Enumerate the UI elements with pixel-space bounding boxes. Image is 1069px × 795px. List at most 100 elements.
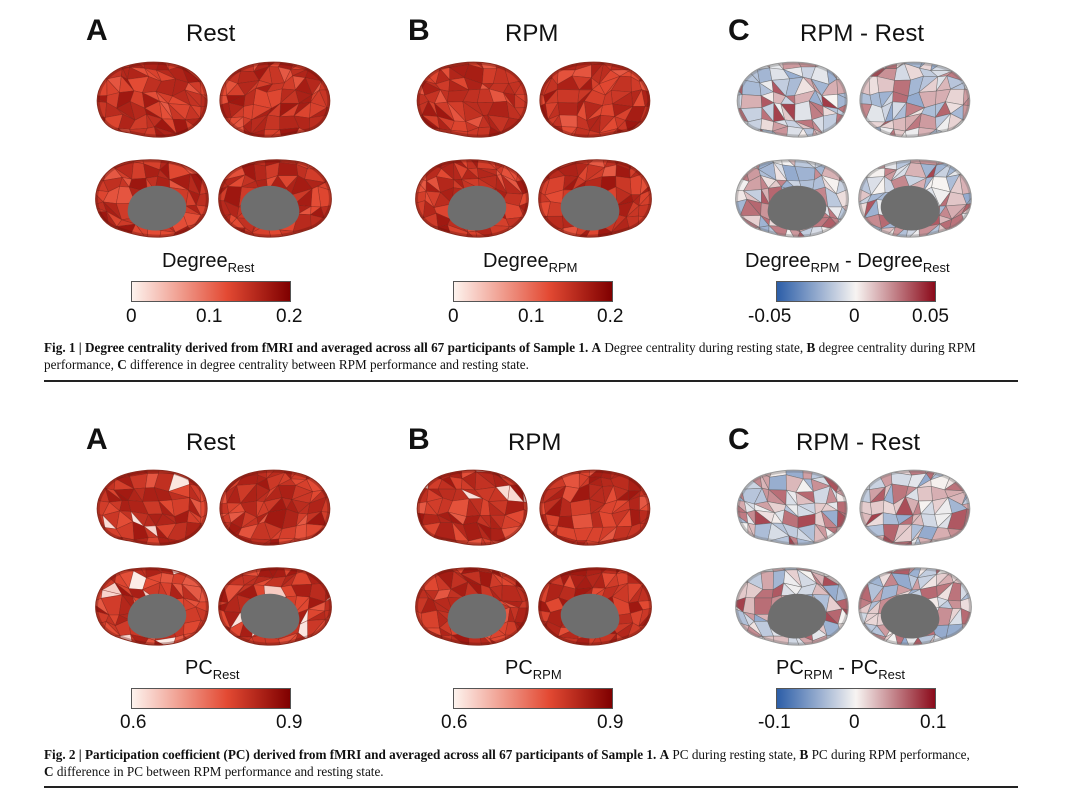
brain-parcel [962,470,970,478]
fig1-c-brain-medial-right [858,159,972,238]
brain-outline [538,567,652,646]
brain-parcel [559,470,572,475]
brain-outline [416,61,528,138]
fig2-c-colorbar [776,688,936,709]
brain-parcel [322,159,332,170]
fig1-a-colorbar-label: DegreeRest [162,250,255,275]
brain-parcel [545,62,559,71]
brain-parcel [305,538,324,546]
brain-parcel [277,162,299,177]
brain-parcel [415,159,427,163]
brain-parcel [735,159,745,170]
brain-parcel [869,470,884,477]
brain-parcel [194,631,209,646]
brain-outline [735,159,849,238]
medial-wall [767,593,827,639]
brain-parcel [200,118,208,130]
brain-parcel [859,103,873,123]
brain-parcel [195,191,209,208]
brain-parcel [505,567,521,571]
brain-parcel [641,161,652,175]
brain-parcel [218,226,229,238]
fig2-b-tick: 0.9 [597,712,624,733]
brain-parcel [859,536,869,546]
brain-parcel [965,541,970,546]
brain-parcel [538,201,551,217]
brain-outline [859,61,971,138]
brain-parcel [841,223,849,238]
brain-parcel [793,127,813,138]
brain-parcel [747,537,762,546]
brain-parcel [556,89,580,104]
brain-parcel [958,162,972,176]
brain-parcel [837,634,849,646]
brain-outline [538,159,652,238]
brain-parcel [884,159,898,171]
brain-parcel [308,62,326,72]
brain-parcel [181,62,200,69]
brain-outline [539,61,651,138]
brain-parcel [545,567,563,575]
brain-parcel [961,128,970,138]
brain-parcel [768,474,787,491]
brain-parcel [219,471,227,493]
brain-parcel [859,536,869,546]
brain-parcel [539,92,546,111]
brain-parcel [646,62,650,65]
brain-parcel [97,473,106,489]
brain-parcel [783,225,797,238]
fig1-divider [44,380,1018,382]
brain-parcel [218,635,229,646]
brain-parcel [161,567,175,576]
fig1-a-tick: 0.1 [196,306,223,327]
brain-parcel [858,569,868,589]
brain-parcel [319,62,330,72]
brain-parcel [740,94,763,109]
brain-parcel [959,541,970,546]
brain-parcel [325,115,330,133]
fig2-c-brain-medial-right [858,567,972,646]
fig1-c-brain-lateral-left [736,61,848,138]
brain-parcel [188,128,203,138]
brain-parcel [641,470,650,477]
brain-parcel [588,633,604,646]
brain-parcel [644,223,652,238]
brain-parcel [961,470,970,478]
brain-parcel [218,199,231,218]
brain-parcel [544,125,565,138]
brain-parcel [105,567,121,571]
brain-parcel [310,228,325,238]
brain-parcel [966,474,970,492]
fig1-b-brain-medial-right [538,159,652,238]
brain-parcel [737,470,749,477]
brain-parcel [644,159,652,163]
brain-parcel [95,571,103,591]
brain-parcel [539,125,552,138]
brain-parcel [909,636,926,646]
brain-parcel [858,159,871,165]
brain-parcel [218,567,231,578]
brain-parcel [737,62,744,73]
brain-parcel [745,470,760,472]
fig2-panel-letter-b: B [408,423,430,456]
fig1-c-brain-lateral-right [859,61,971,138]
brain-parcel [560,540,580,546]
brain-parcel [859,499,873,516]
brain-parcel [737,94,743,109]
brain-parcel [521,64,528,81]
fig2-b-colorbar [453,688,613,709]
brain-parcel [639,159,652,163]
brain-parcel [198,537,208,546]
brain-parcel [487,126,502,138]
fig1-caption: Fig. 1 | Degree centrality derived from … [44,340,976,372]
brain-parcel [737,126,748,138]
brain-parcel [219,69,226,84]
fig2-b-brain-lateral-right [539,469,651,546]
brain-parcel [958,62,970,66]
brain-parcel [324,162,332,183]
brain-parcel [539,502,546,517]
brain-parcel [218,567,230,578]
brain-parcel [194,631,209,646]
brain-parcel [219,470,227,477]
brain-parcel [417,535,428,546]
